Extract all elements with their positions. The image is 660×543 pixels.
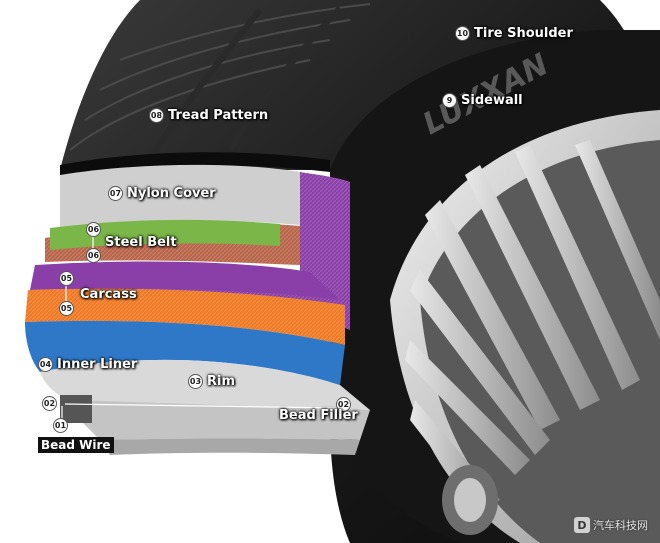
text-inner-liner: Inner Liner (57, 357, 138, 372)
layer-rim (40, 359, 370, 411)
bead-lower (100, 438, 360, 455)
badge-bead-wire: 01 (53, 418, 68, 433)
wheel-rim (390, 110, 660, 543)
watermark: D 汽车科技网 (574, 517, 648, 533)
label-rim: 03 Rim (188, 374, 235, 389)
label-sidewall: 9 Sidewall (442, 93, 523, 108)
watermark-text: 汽车科技网 (593, 519, 648, 532)
badge-tread-pattern: 08 (149, 108, 164, 123)
layer-inner-liner (25, 320, 345, 385)
badge-carcass-top: 05 (59, 271, 74, 286)
text-rim: Rim (207, 374, 236, 389)
badge-steel-belt-top: 06 (86, 222, 101, 237)
badge-inner-liner: 04 (38, 357, 53, 372)
bead-filler-line (64, 403, 341, 409)
text-sidewall: Sidewall (461, 93, 523, 108)
badge-steel-belt-bottom: 06 (86, 248, 101, 263)
text-steel-belt: Steel Belt (105, 235, 177, 250)
badge-sidewall: 9 (442, 93, 457, 108)
watermark-logo-icon: D (574, 517, 590, 533)
badge-rim: 03 (188, 374, 203, 389)
label-carcass: Carcass (80, 287, 137, 302)
badge-carcass-bottom: 05 (59, 301, 74, 316)
badge-bead-filler-right: 02 (336, 397, 351, 412)
label-tread-pattern: 08 Tread Pattern (149, 108, 268, 123)
layer-nylon-cover (60, 164, 300, 235)
badge-bead-filler-left: 02 (42, 396, 57, 411)
text-nylon-cover: Nylon Cover (127, 186, 216, 201)
badge-tire-shoulder: 10 (455, 26, 470, 41)
text-carcass: Carcass (80, 287, 137, 302)
label-bead-filler: Bead Filler (279, 408, 358, 423)
text-tread-pattern: Tread Pattern (168, 108, 269, 123)
badge-nylon-cover: 07 (108, 186, 123, 201)
layer-bead-area (70, 400, 370, 440)
tread-grooves (69, 3, 371, 162)
cutaway-layers (25, 164, 370, 455)
text-tire-shoulder: Tire Shoulder (474, 26, 573, 41)
layer-steel-belt-green (50, 219, 280, 250)
label-nylon-cover: 07 Nylon Cover (108, 186, 216, 201)
label-inner-liner: 04 Inner Liner (38, 357, 137, 372)
text-bead-wire: Bead Wire (38, 437, 114, 453)
layer-carcass-inner (30, 261, 340, 300)
label-steel-belt: Steel Belt (105, 235, 177, 250)
text-bead-filler: Bead Filler (279, 408, 358, 423)
label-tire-shoulder: 10 Tire Shoulder (455, 26, 573, 41)
bead-wire-block (60, 395, 92, 423)
